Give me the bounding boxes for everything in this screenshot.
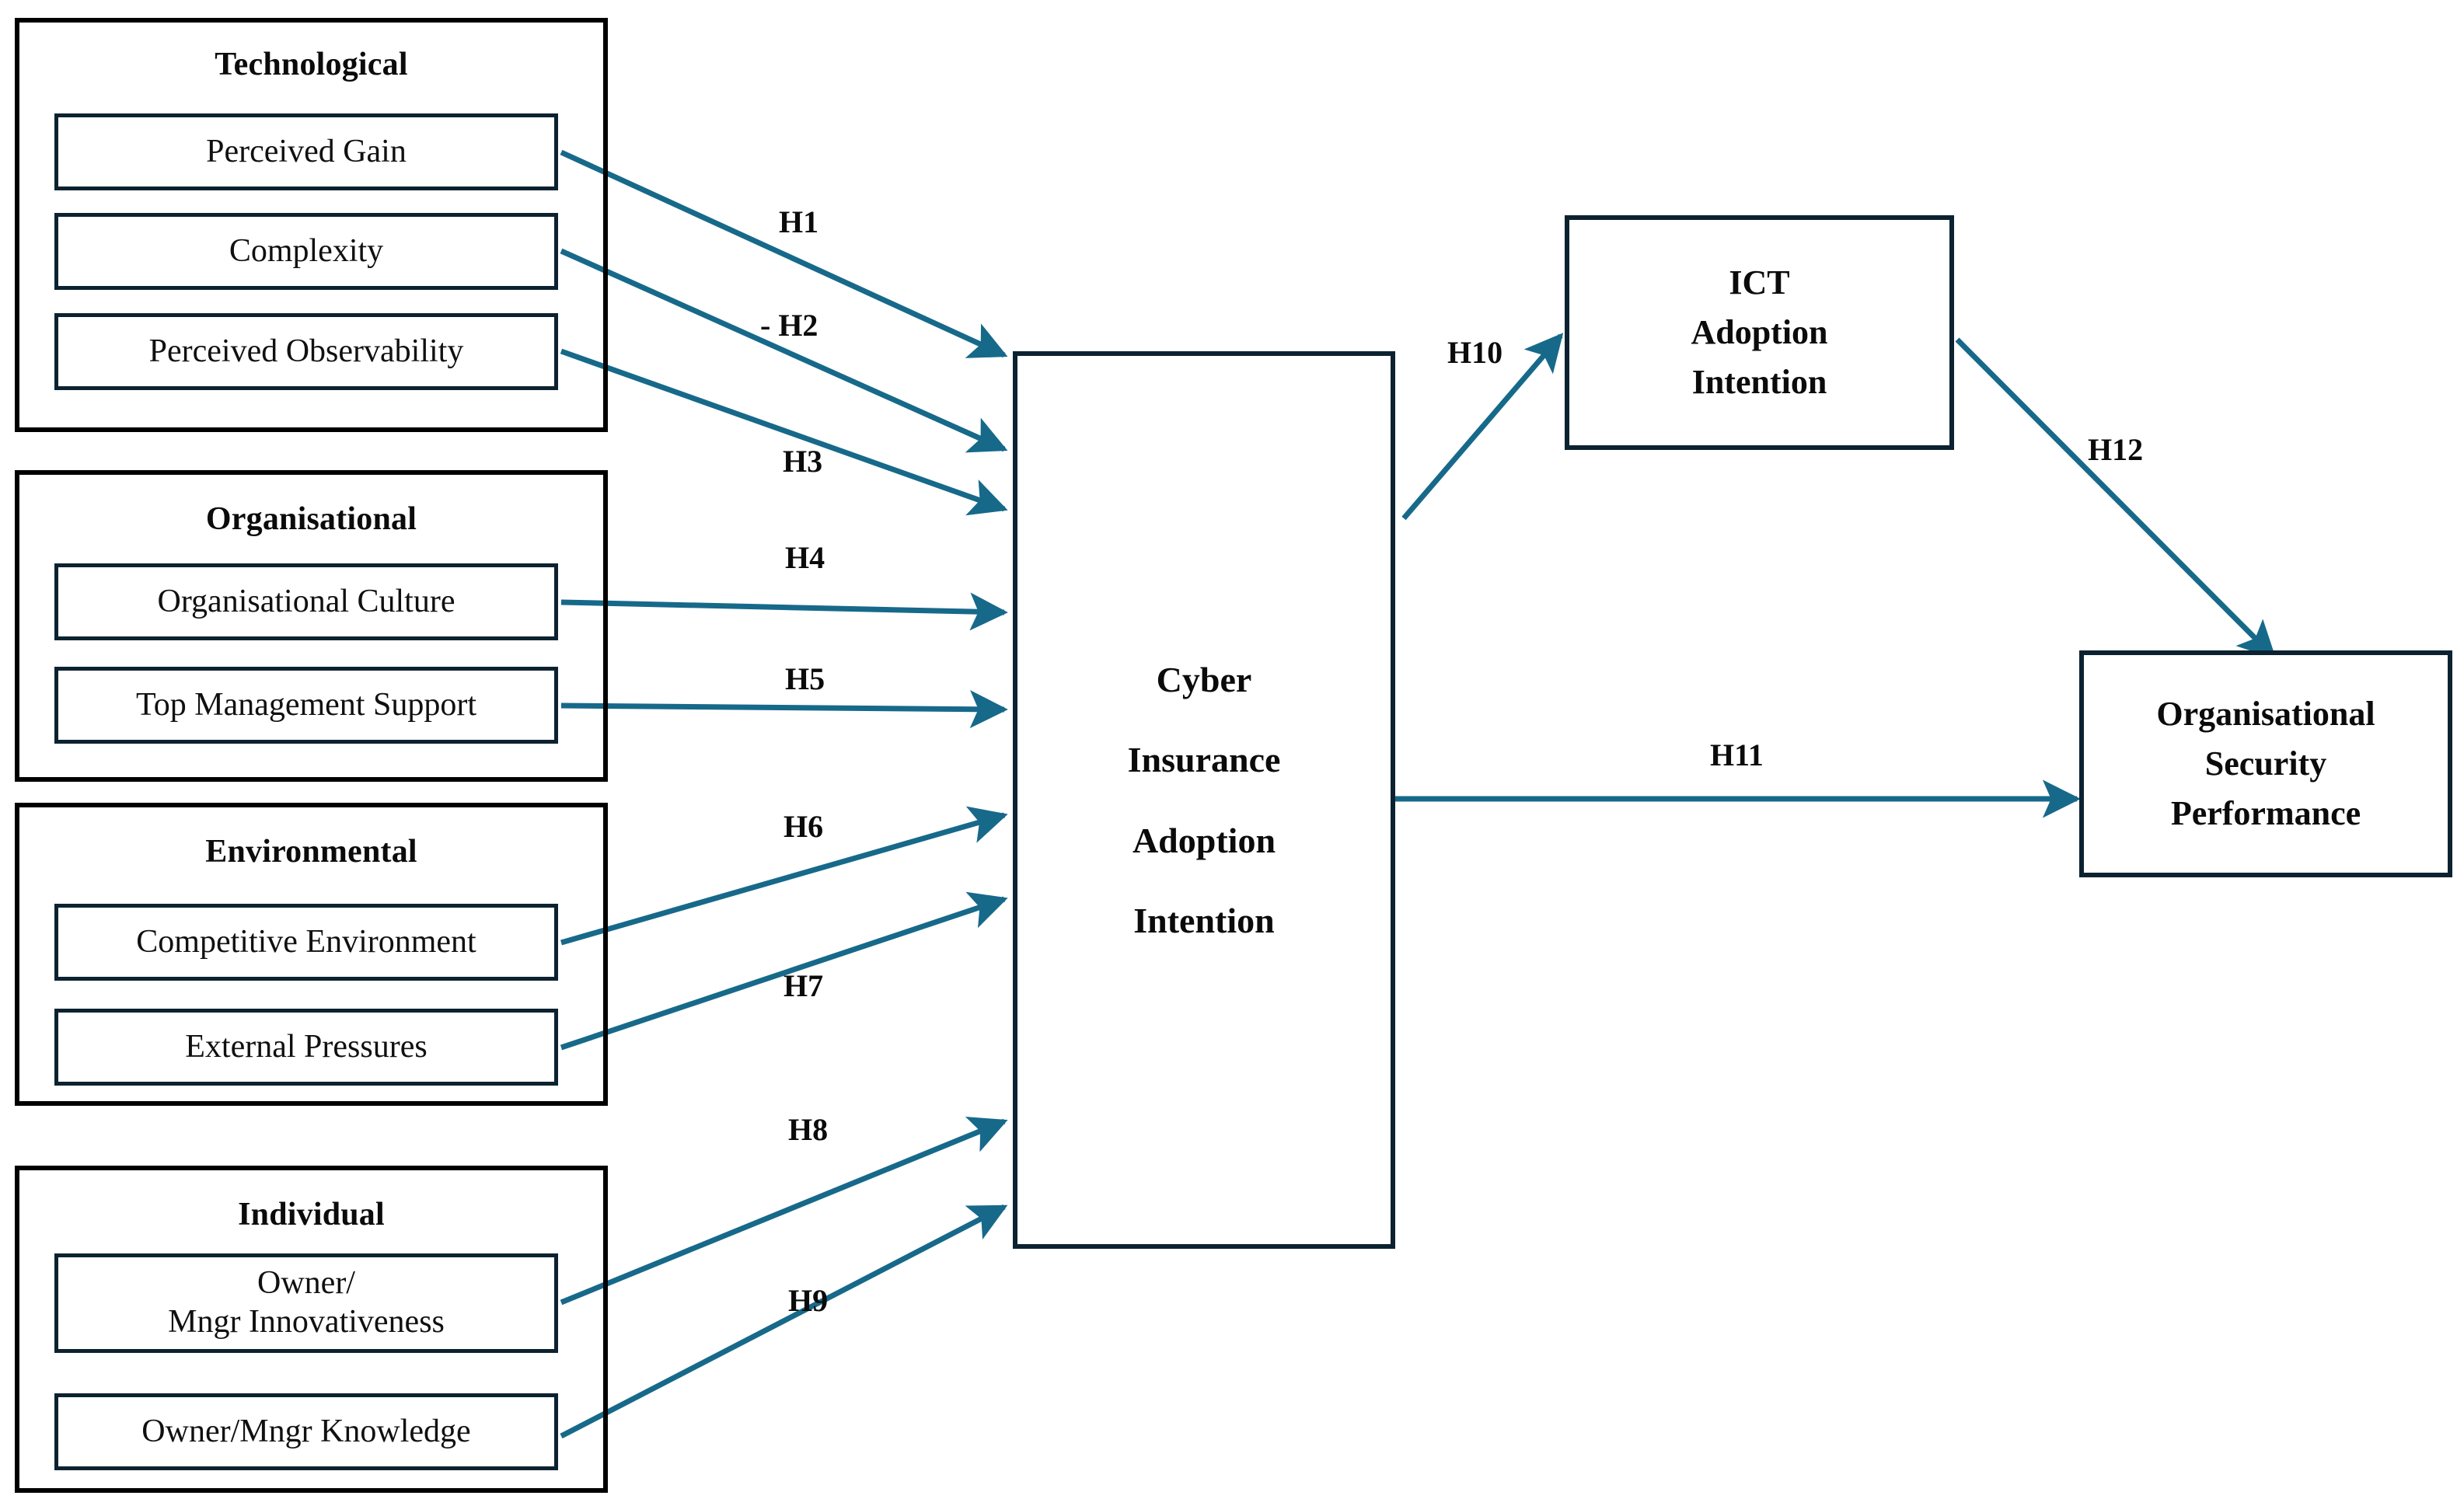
construct-label: Perceived Observability	[148, 333, 464, 369]
core-label-line-3: Adoption	[1132, 820, 1276, 860]
core-label-line-1: Cyber	[1156, 659, 1252, 699]
group-individual: Individual	[15, 1166, 608, 1493]
hypothesis-label-h4: H4	[785, 540, 825, 575]
construct-complexity[interactable]: Complexity	[54, 213, 558, 290]
arrow-h12	[1955, 337, 2277, 660]
hypothesis-label-h7: H7	[784, 968, 824, 1003]
hypothesis-label-h1: H1	[779, 204, 819, 239]
hypothesis-label-h5: H5	[785, 661, 825, 696]
group-title-individual: Individual	[238, 1197, 385, 1232]
core-label-line-4: Intention	[1133, 901, 1275, 940]
hypothesis-label-h10: H10	[1447, 335, 1503, 370]
mediator-label-line-2: Adoption	[1691, 313, 1828, 352]
mediator-label-line-1: ICT	[1729, 263, 1790, 302]
group-organisational: Organisational	[15, 470, 608, 782]
construct-label: Top Management Support	[136, 686, 476, 723]
outcome-label-line-1: Organisational	[2156, 695, 2375, 734]
construct-label: Owner/Mngr Knowledge	[141, 1413, 471, 1449]
outcome-organisational-security-performance[interactable]: Organisational Security Performance	[2079, 650, 2452, 877]
construct-perceived-observability[interactable]: Perceived Observability	[54, 313, 558, 390]
arrow-h5	[560, 690, 1008, 729]
construct-label: Organisational Culture	[157, 583, 455, 619]
group-technological: Technological	[15, 18, 608, 432]
construct-label: External Pressures	[185, 1028, 428, 1065]
construct-owner-mngr-innovativeness[interactable]: Owner/ Mngr Innovativeness	[54, 1253, 558, 1353]
group-title-technological: Technological	[215, 47, 408, 82]
hypothesis-label-h6: H6	[784, 809, 824, 844]
mediator-label-line-3: Intention	[1691, 362, 1827, 401]
construct-label-line-2: Mngr Innovativeness	[168, 1304, 445, 1340]
construct-organisational-culture[interactable]: Organisational Culture	[54, 563, 558, 640]
arrow-h9	[560, 1204, 1008, 1439]
arrow-h2	[560, 248, 1008, 453]
core-construct-cyber-insurance-adoption-intention[interactable]: Cyber Insurance Adoption Intention	[1013, 351, 1395, 1249]
arrow-h3	[560, 348, 1008, 516]
construct-owner-mngr-knowledge[interactable]: Owner/Mngr Knowledge	[54, 1393, 558, 1470]
construct-top-management-support[interactable]: Top Management Support	[54, 667, 558, 744]
arrow-h7	[560, 891, 1008, 1051]
construct-external-pressures[interactable]: External Pressures	[54, 1009, 558, 1086]
arrow-h8	[560, 1117, 1008, 1306]
hypothesis-label-h8: H8	[788, 1112, 829, 1147]
arrow-h6	[560, 806, 1008, 946]
arrow-h4	[560, 592, 1008, 631]
construct-label: Perceived Gain	[206, 133, 407, 169]
hypothesis-label-h9: H9	[788, 1283, 829, 1318]
construct-label: Competitive Environment	[136, 923, 476, 960]
hypothesis-label-h12: H12	[2088, 432, 2144, 467]
hypothesis-label-h2: - H2	[760, 308, 818, 343]
hypothesis-label-h11: H11	[1710, 737, 1764, 772]
outcome-label-line-2: Security	[2204, 744, 2327, 783]
construct-label: Complexity	[229, 232, 384, 269]
construct-competitive-environment[interactable]: Competitive Environment	[54, 904, 558, 981]
group-environmental: Environmental	[15, 803, 608, 1106]
group-title-organisational: Organisational	[205, 501, 417, 537]
group-title-environmental: Environmental	[205, 834, 417, 870]
construct-perceived-gain[interactable]: Perceived Gain	[54, 113, 558, 190]
core-label-line-2: Insurance	[1127, 740, 1281, 779]
construct-label-line-1: Owner/	[257, 1265, 355, 1302]
hypothesis-label-h3: H3	[783, 444, 823, 479]
mediator-ict-adoption-intention[interactable]: ICT Adoption Intention	[1565, 215, 1954, 450]
outcome-label-line-3: Performance	[2170, 793, 2361, 832]
